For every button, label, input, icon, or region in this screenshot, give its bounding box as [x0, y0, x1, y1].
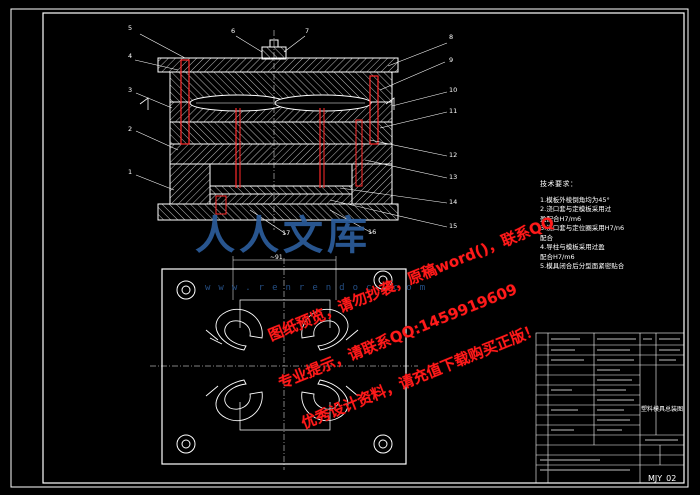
- balloon-13: 13: [449, 173, 458, 181]
- watermark-logo: 人人文库: [195, 212, 371, 259]
- balloon-14: 14: [449, 198, 458, 206]
- balloon-leaders: [134, 33, 448, 235]
- tech-req-line: 配合: [540, 233, 553, 242]
- tech-req-line: 配合H7/m6: [540, 252, 575, 261]
- balloon-1: 1: [128, 168, 133, 176]
- tech-req-line: 4.导柱与模板采用过盈: [540, 243, 605, 251]
- balloon-7: 7: [305, 27, 310, 35]
- technical-requirements: 技术要求： 1.模板外棱倒角均为45° 2.浇口套与定模板采用过 盈配合H7/m…: [540, 180, 690, 272]
- tech-req-heading: 技术要求：: [540, 180, 578, 188]
- balloon-16: 16: [368, 228, 377, 236]
- balloon-3: 3: [128, 86, 133, 94]
- balloon-9: 9: [449, 56, 454, 64]
- balloon-2: 2: [128, 125, 133, 133]
- balloon-12: 12: [449, 151, 458, 159]
- inner-frame: [42, 12, 685, 484]
- support-plate: [169, 143, 393, 165]
- tech-req-line: 5.模具闭合后分型面紧密贴合: [540, 262, 625, 270]
- guide-hole-br: [373, 434, 393, 454]
- spacer-block-left: [169, 163, 211, 205]
- ejector-retainer-plate: [209, 185, 353, 195]
- dimension-label: ~91: [270, 254, 283, 261]
- cavity-shape-tr: [301, 308, 359, 351]
- outer-frame: [10, 8, 689, 488]
- guide-hole-bl: [176, 434, 196, 454]
- tech-req-line: 盈配合H7/m6: [540, 214, 582, 223]
- title-block-name: 塑料模具总装图: [641, 406, 684, 413]
- plan-view: [150, 256, 418, 470]
- return-pin: [355, 119, 363, 187]
- spacer-block-right: [351, 163, 393, 205]
- section-view: [139, 30, 399, 230]
- balloon-6: 6: [231, 27, 236, 35]
- tech-req-line: 3.浇口套与定位圈采用H7/n6: [540, 224, 625, 232]
- top-clamp-plate: [157, 57, 399, 73]
- guide-pillar-left: [180, 59, 190, 145]
- screw-bottom: [215, 195, 227, 215]
- guide-hole-tr: [373, 270, 393, 290]
- watermark-site: www.renrendoc.com: [205, 283, 434, 293]
- balloon-15: 15: [449, 222, 458, 230]
- title-block: [535, 332, 685, 484]
- tech-req-line: 2.浇口套与定模板采用过: [540, 205, 612, 213]
- cavity-shape-br: [301, 379, 359, 422]
- cavity-shape-tl: [205, 308, 263, 351]
- balloon-17: 17: [282, 229, 291, 237]
- balloon-10: 10: [449, 86, 458, 94]
- balloon-5: 5: [128, 24, 133, 32]
- balloon-8: 8: [449, 33, 454, 41]
- core-plate: [169, 121, 393, 145]
- bottom-clamp-plate: [157, 203, 399, 221]
- guide-hole-tl: [176, 280, 196, 300]
- balloon-4: 4: [128, 52, 133, 60]
- cavity-shape-bl: [205, 379, 263, 422]
- balloon-11: 11: [449, 107, 458, 115]
- drawing-number: MJY_02: [648, 474, 677, 483]
- guide-pillar-right: [369, 75, 379, 145]
- tech-req-line: 1.模板外棱倒角均为45°: [540, 195, 610, 204]
